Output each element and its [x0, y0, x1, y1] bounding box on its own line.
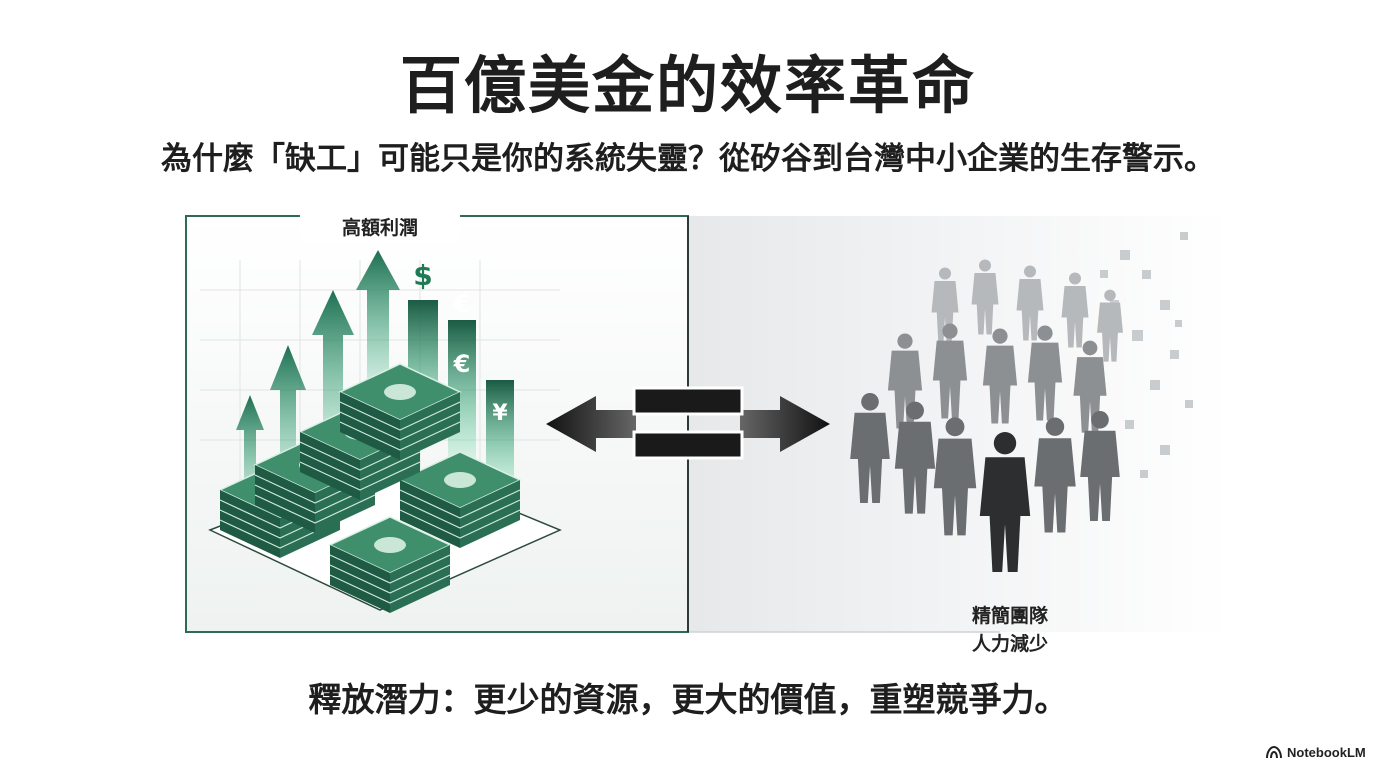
- svg-text:€: €: [453, 290, 471, 318]
- team-label-line2: 人力減少: [971, 633, 1048, 655]
- svg-text:¥: ¥: [492, 401, 508, 426]
- team-label: 精簡團隊 人力減少: [940, 602, 1080, 658]
- brand-watermark: NotebookLM: [1266, 742, 1366, 762]
- page-title: 百億美金的效率革命: [399, 49, 976, 122]
- equals-sign-icon: [546, 386, 830, 460]
- notebooklm-logo-icon: [1266, 745, 1282, 759]
- tagline: 釋放潛力：更少的資源，更大的價值，重塑競爭力。: [308, 680, 1068, 719]
- profit-label: 高額利潤: [300, 214, 460, 242]
- page-subtitle: 為什麼「缺工」可能只是你的系統失靈？從矽谷到台灣中小企業的生存警示。: [161, 141, 1215, 177]
- brand-name: NotebookLM: [1287, 744, 1366, 760]
- svg-text:$: $: [413, 259, 432, 292]
- team-label-line1: 精簡團隊: [971, 605, 1048, 627]
- svg-text:€: €: [453, 350, 471, 378]
